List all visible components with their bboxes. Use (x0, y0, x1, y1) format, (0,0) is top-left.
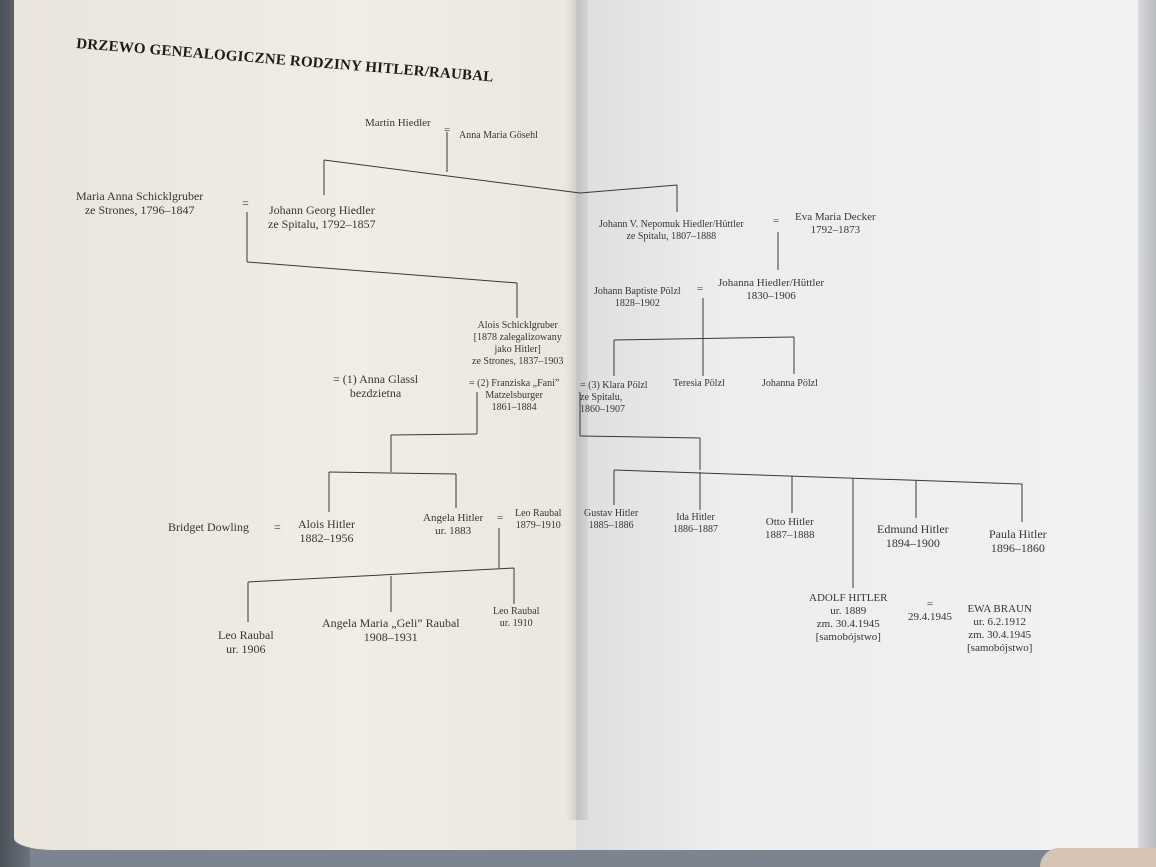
marriage-sign: = (773, 215, 780, 227)
person-johanna-hiedler: Johanna Hiedler/Hüttler 1830–1906 (718, 277, 824, 302)
person-angela-hitler: Angela Hitler ur. 1883 (423, 512, 484, 537)
marriage-sign: = (497, 512, 504, 524)
person-johann-georg-hiedler: Johann Georg Hiedler ze Spitalu, 1792–18… (268, 203, 376, 231)
person-otto-hitler: Otto Hitler 1887–1888 (765, 516, 815, 541)
person-alois-schicklgruber: Alois Schicklgruber [1878 zalegalizowany… (472, 320, 564, 367)
person-anna-glassl: = (1) Anna Glassl bezdzietna (333, 372, 419, 400)
hand-corner (1040, 848, 1156, 867)
book-spine (566, 0, 588, 820)
left-page (14, 0, 580, 850)
person-teresia-polzl: Teresia Pölzl (673, 378, 725, 389)
person-paula-hitler: Paula Hitler 1896–1860 (989, 527, 1047, 555)
person-geli-raubal: Angela Maria „Geli” Raubal 1908–1931 (322, 616, 460, 644)
person-martin-hiedler: Martin Hiedler (365, 117, 431, 129)
person-leo-raubal-1906: Leo Raubal ur. 1906 (218, 628, 274, 656)
right-page (576, 0, 1144, 850)
book-cover-edge (1138, 0, 1156, 867)
person-edmund-hitler: Edmund Hitler 1894–1900 (877, 522, 949, 550)
person-gustav-hitler: Gustav Hitler 1885–1886 (584, 508, 639, 531)
person-ida-hitler: Ida Hitler 1886–1887 (673, 512, 718, 535)
person-johanna-polzl: Johanna Pölzl (762, 378, 818, 389)
person-franziska-matzelsburger: = (2) Franziska „Fani” Matzelsburger 186… (469, 378, 560, 413)
person-maria-anna-schicklgruber: Maria Anna Schicklgruber ze Strones, 179… (76, 189, 204, 217)
person-johann-nepomuk-hiedler: Johann V. Nepomuk Hiedler/Hüttler ze Spi… (599, 219, 744, 242)
marriage-sign: = (242, 196, 249, 210)
person-leo-raubal-1910: Leo Raubal ur. 1910 (493, 606, 540, 629)
person-alois-hitler: Alois Hitler 1882–1956 (298, 517, 355, 545)
person-klara-polzl: = (3) Klara Pölzl ze Spitalu, 1860–1907 (580, 380, 648, 415)
person-anna-maria-gosehl: Anna Maria Gösehl (459, 130, 538, 141)
person-eva-maria-decker: Eva Maria Decker 1792–1873 (795, 211, 876, 236)
marriage-sign: = (444, 124, 451, 136)
person-adolf-hitler: ADOLF HITLER ur. 1889 zm. 30.4.1945 [sam… (809, 592, 888, 643)
person-leo-raubal-senior: Leo Raubal 1879–1910 (515, 508, 562, 531)
person-bridget-dowling: Bridget Dowling (168, 520, 249, 534)
marriage-sign: = (697, 283, 704, 295)
person-johann-baptiste-polzl: Johann Baptiste Pölzl 1828–1902 (594, 286, 681, 309)
marriage-date: = 29.4.1945 (908, 598, 952, 623)
person-ewa-braun: EWA BRAUN ur. 6.2.1912 zm. 30.4.1945 [sa… (967, 603, 1033, 654)
marriage-sign: = (274, 520, 281, 534)
